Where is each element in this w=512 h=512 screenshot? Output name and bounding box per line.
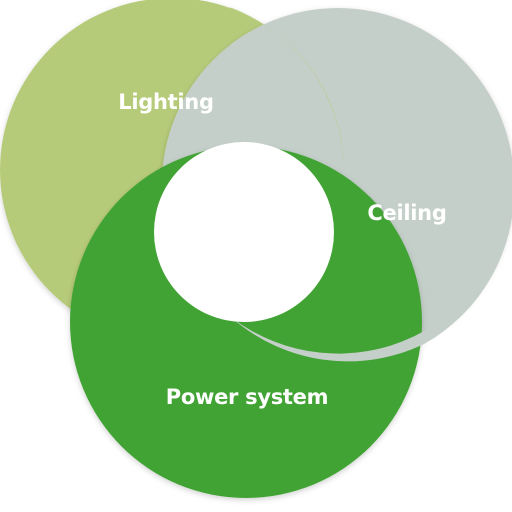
- ceiling-overlap-region: [232, 204, 512, 362]
- lighting-label: Lighting: [118, 90, 213, 114]
- power-system-label: Power system: [166, 385, 328, 409]
- ceiling-label: Ceiling: [367, 201, 446, 225]
- center-hole: [154, 142, 334, 322]
